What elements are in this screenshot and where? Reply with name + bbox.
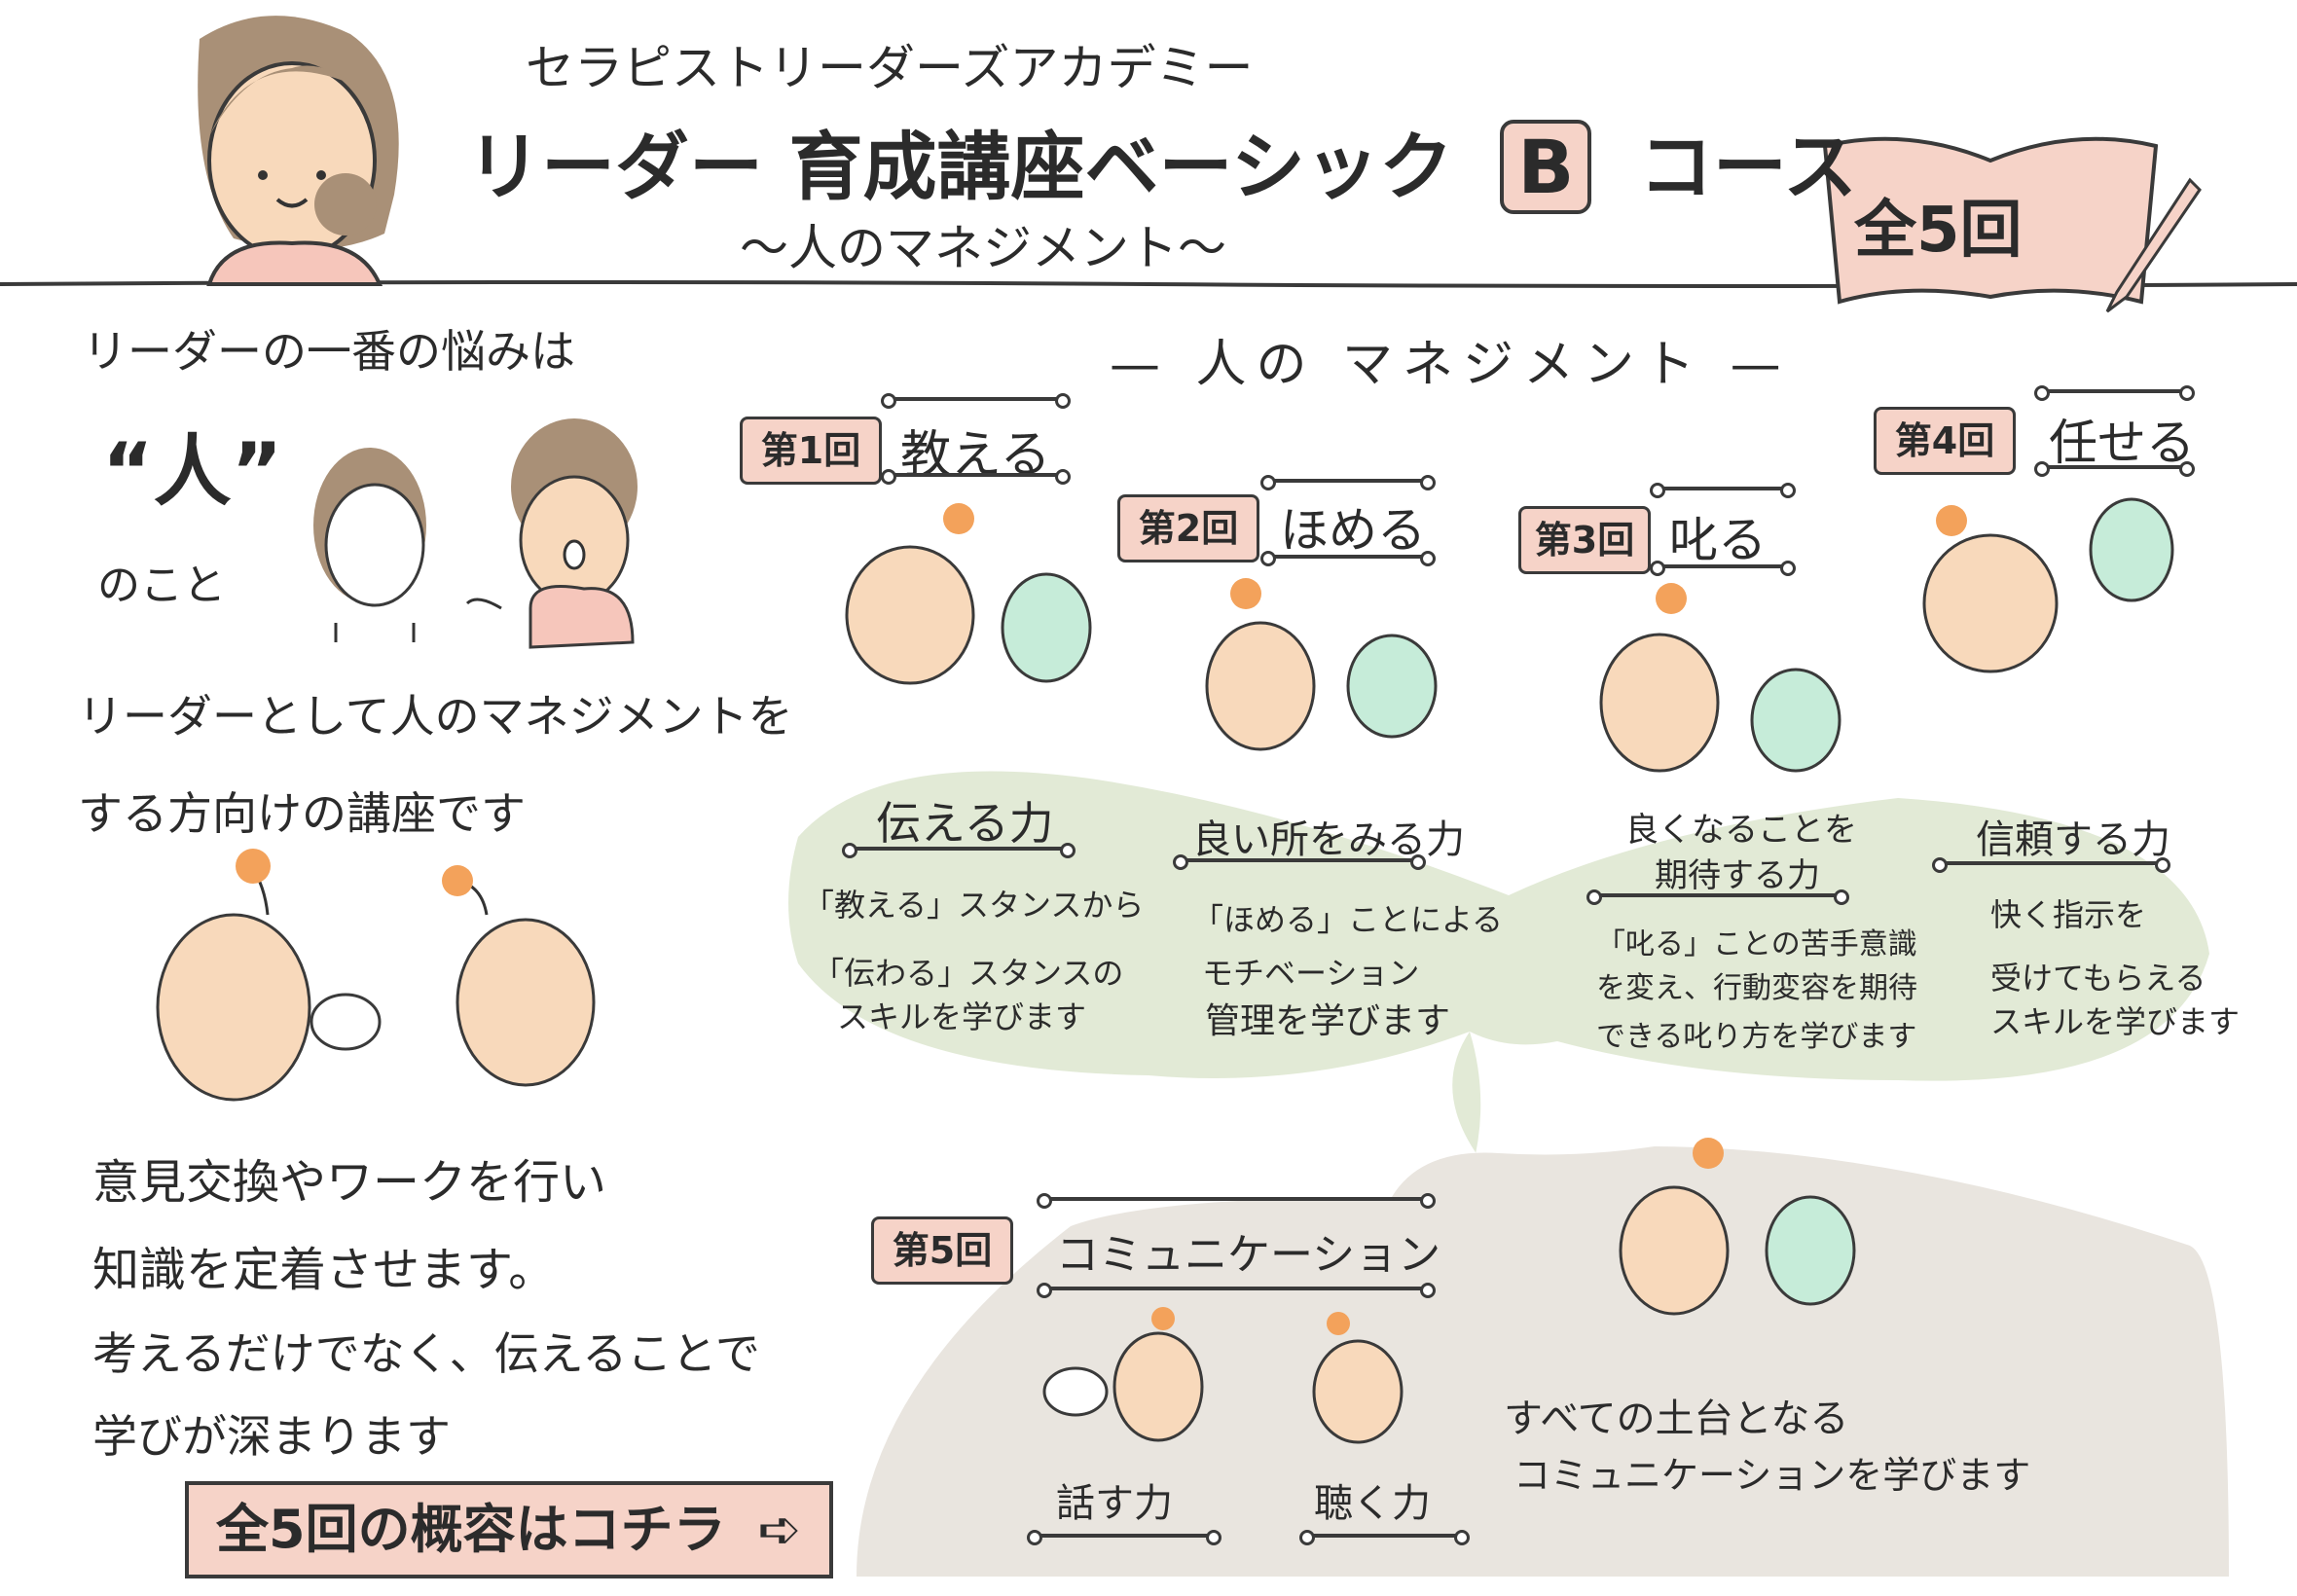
soil-shape <box>857 1146 2229 1577</box>
session3-characters <box>1599 583 1841 773</box>
session5-badge: 第5回 <box>871 1216 1013 1285</box>
skill-2: 良い所をみる力 <box>1192 817 1465 862</box>
session2-desc-3: 管理を学びます <box>1205 1001 1451 1041</box>
instructor-illustration <box>198 16 399 286</box>
session3-top-bar <box>1650 483 1796 498</box>
session5-bottom-bar <box>1037 1283 1436 1298</box>
skill-4: 信頼する力 <box>1976 817 2170 862</box>
two-people-illustration <box>313 418 638 649</box>
person-text: “人” <box>102 426 283 517</box>
course-title-suffix: コース <box>1638 124 1858 210</box>
skill-3-bar <box>1586 889 1849 905</box>
target-text-2: する方向けの講座です <box>78 787 526 840</box>
session4-top-bar <box>2034 385 2195 401</box>
target-text-1: リーダーとして人のマネジメントを <box>78 690 793 743</box>
session2-title: ほめる <box>1280 502 1426 559</box>
session3-bottom-bar <box>1650 561 1796 576</box>
method-text-2: 知識を定着させます。 <box>92 1243 556 1297</box>
book-illustration <box>1822 136 2202 313</box>
course-title-letter: B <box>1500 120 1592 214</box>
speak-skill-bar <box>1027 1530 1221 1545</box>
method-text-3: 考えるだけでなく、伝えることで <box>92 1327 760 1380</box>
speak-skill: 話す力 <box>1056 1481 1173 1526</box>
skill-1-bar <box>842 843 1076 858</box>
course-title: リーダー 育成講座ベーシック B コース <box>467 107 1857 214</box>
session4-desc-3: スキルを学びます <box>1990 1003 2241 1040</box>
session3-desc-2: を変え、行動変容を期待 <box>1596 971 1917 1005</box>
session5-title: コミュニケーション <box>1056 1230 1441 1280</box>
session4-desc-2: 受けてもらえる <box>1990 960 2206 997</box>
session2-desc-2: モチベーション <box>1202 955 1420 992</box>
method-text-1: 意見交換やワークを行い <box>92 1155 607 1210</box>
session3-desc-1: 「叱る」ことの苦手意識 <box>1596 927 1917 961</box>
session2-characters <box>1205 578 1438 751</box>
session5-top-bar <box>1037 1193 1436 1209</box>
session5-desc-1: すべての土台となる <box>1504 1396 1849 1441</box>
skill-2-bar <box>1173 854 1426 870</box>
worry-text: リーダーの一番の悩みは <box>83 325 575 378</box>
session4-badge: 第4回 <box>1874 407 2016 475</box>
total-sessions-label: 全5回 <box>1854 195 2023 267</box>
session4-characters <box>1922 497 2174 673</box>
session1-top-bar <box>881 393 1071 409</box>
skill-3-line-1: 良くなることを <box>1625 811 1857 850</box>
session1-badge: 第1回 <box>740 417 882 485</box>
session4-bottom-bar <box>2034 461 2195 477</box>
session1-desc-1: 「教える」スタンスから <box>803 887 1145 924</box>
session4-desc-1: 快く指示を <box>1990 896 2147 933</box>
listen-skill-bar <box>1299 1530 1470 1545</box>
course-title-main: リーダー 育成講座ベーシック <box>467 124 1453 210</box>
section-title: — 人の マネジメント — <box>1110 336 1791 394</box>
session1-bottom-bar <box>881 469 1071 485</box>
method-text-4: 学びが深まります <box>92 1410 451 1463</box>
session2-desc-1: 「ほめる」ことによる <box>1192 901 1504 938</box>
session2-bottom-bar <box>1260 551 1436 566</box>
session5-desc-2: コミュニケーションを学びます <box>1513 1454 2031 1497</box>
session5-characters <box>1042 1138 1856 1444</box>
session1-desc-3: スキルを学びます <box>837 998 1087 1035</box>
session4-title: 任せる <box>2049 415 2195 471</box>
overview-link-button[interactable]: 全5回の概容はコチラ ➪ <box>185 1481 833 1578</box>
arrow-right-icon: ➪ <box>757 1499 802 1560</box>
session3-badge: 第3回 <box>1518 506 1651 574</box>
skill-1: 伝える力 <box>876 797 1054 850</box>
talking-characters-illustration <box>156 849 596 1102</box>
session1-characters <box>845 503 1092 685</box>
skill-3-line-2: 期待する力 <box>1655 856 1820 895</box>
session3-desc-3: できる叱り方を学びます <box>1596 1020 1917 1054</box>
session2-badge: 第2回 <box>1117 494 1259 562</box>
green-leaf-shape <box>788 771 2209 1226</box>
session2-top-bar <box>1260 475 1436 490</box>
overview-link-label: 全5回の概容はコチラ <box>216 1499 726 1560</box>
session1-desc-2: 「伝わる」スタンスの <box>813 955 1124 992</box>
listen-skill: 聴く力 <box>1314 1481 1431 1526</box>
academy-name: セラピストリーダーズアカデミー <box>526 40 1254 96</box>
nokoto-text: のこと <box>97 561 226 610</box>
session3-title: 叱る <box>1669 512 1767 568</box>
course-subtitle: 〜人のマネジメント〜 <box>740 220 1226 276</box>
skill-4-bar <box>1932 857 2170 873</box>
